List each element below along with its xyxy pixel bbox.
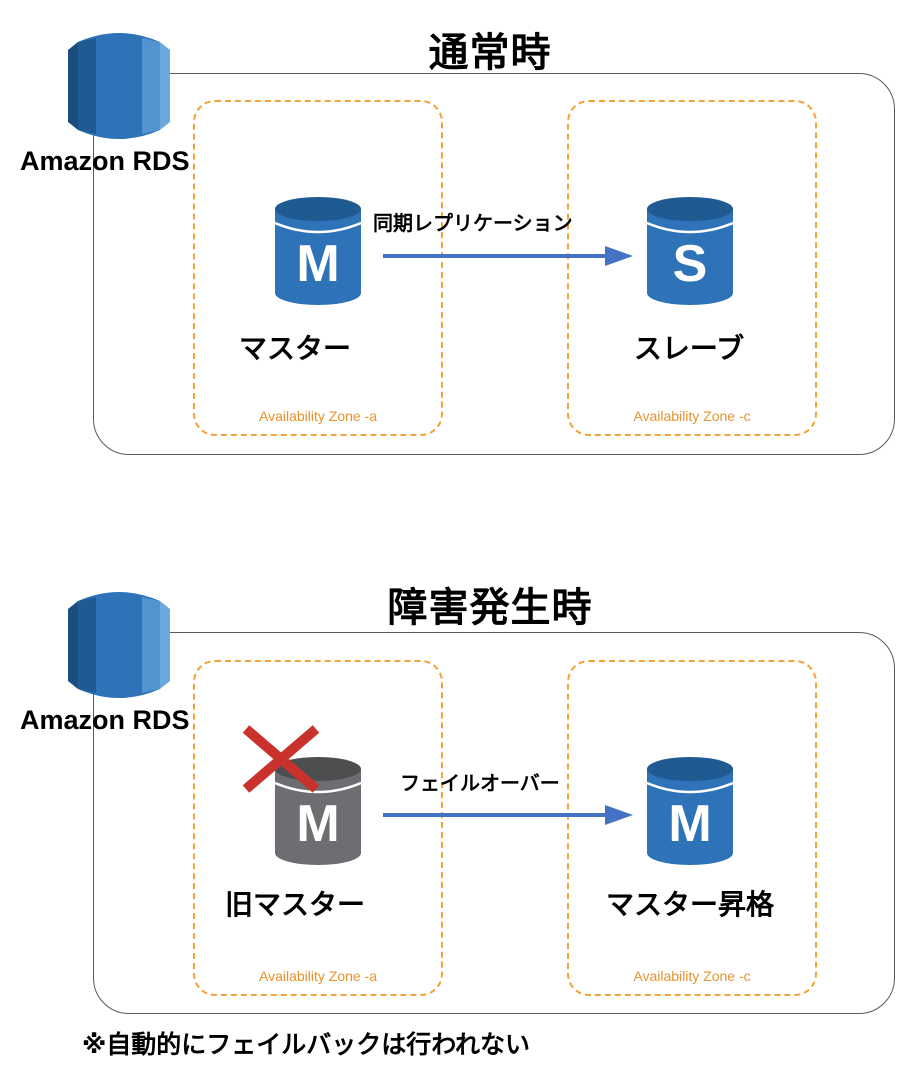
arrow-right-icon (383, 805, 633, 825)
availability-zone-c: Availability Zone -c (567, 100, 817, 436)
zone-c-label: Availability Zone -c (633, 408, 751, 424)
rds-logo-icon (68, 592, 170, 698)
new-master-label: マスター昇格 (605, 888, 774, 921)
failure-rds-frame (93, 632, 895, 1014)
slave-letter: S (673, 235, 708, 293)
master-letter: M (296, 235, 339, 293)
master-database-icon: M (275, 197, 361, 305)
slave-database-icon: S (647, 197, 733, 305)
normal-rds-frame (93, 73, 895, 455)
x-mark-icon (242, 725, 320, 793)
footnote: ※自動的にフェイルバックは行われない (82, 1030, 531, 1059)
failover-label: フェイルオーバー (400, 771, 560, 795)
rds-service-label: Amazon RDS (20, 705, 190, 735)
master-label: マスター (238, 332, 351, 365)
zone-a-label: Availability Zone -a (258, 408, 378, 424)
new-master-database-icon: M (647, 757, 733, 865)
sync-replication-label: 同期レプリケーション (373, 211, 573, 235)
availability-zone-a: Availability Zone -a (193, 100, 443, 436)
zone-a-label: Availability Zone -a (258, 968, 378, 984)
old-master-letter: M (296, 795, 339, 853)
zone-c-label: Availability Zone -c (633, 968, 751, 984)
normal-title: 通常時 (428, 30, 552, 76)
failure-title: 障害発生時 (387, 585, 593, 631)
availability-zone-a: Availability Zone -a (193, 660, 443, 996)
slave-label: スレーブ (633, 332, 745, 365)
arrow-right-icon (383, 246, 633, 266)
new-master-letter: M (668, 795, 711, 853)
old-master-database-icon: M (275, 757, 361, 865)
old-master-label: 旧マスター (224, 888, 365, 921)
rds-service-label: Amazon RDS (20, 146, 190, 176)
availability-zone-c: Availability Zone -c (567, 660, 817, 996)
rds-logo-icon (68, 33, 170, 139)
